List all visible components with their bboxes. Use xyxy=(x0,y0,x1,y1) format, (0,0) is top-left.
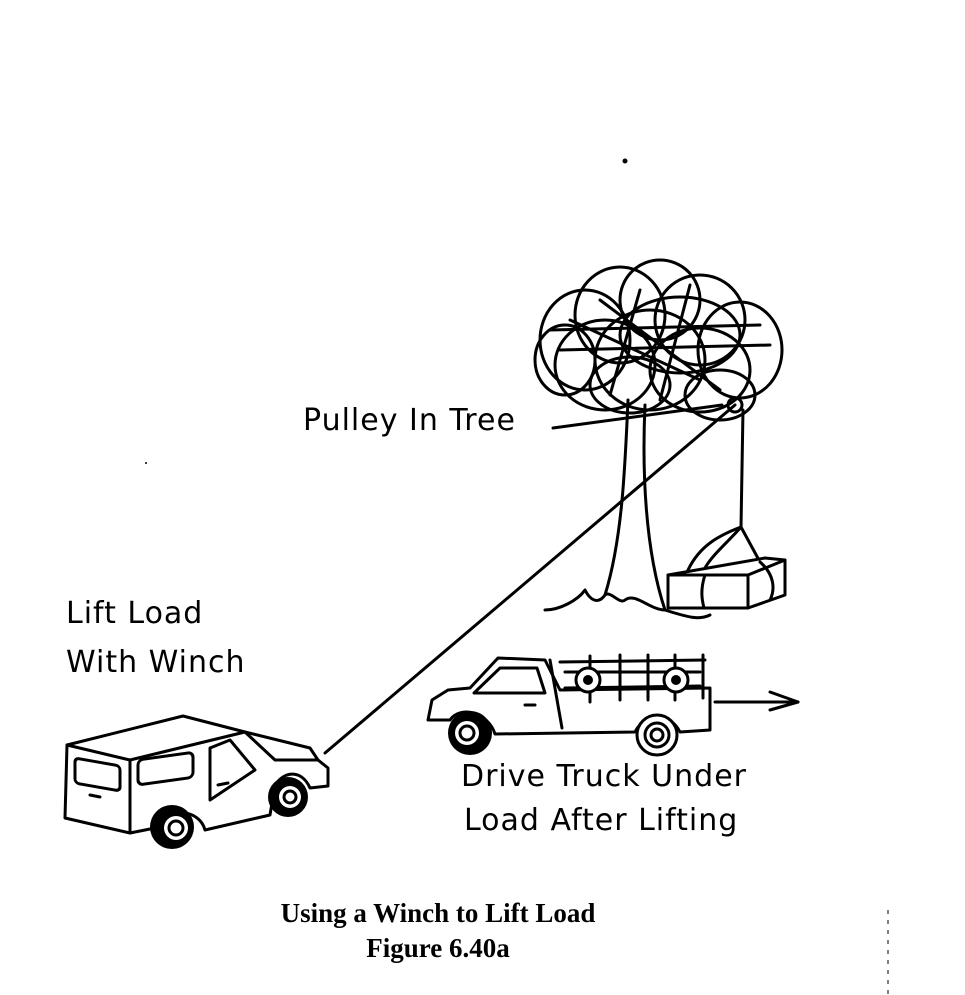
truck-wheel-front xyxy=(448,711,492,755)
truck-cargo-rack xyxy=(558,653,707,704)
winch-vehicle-wheel-rear xyxy=(150,805,194,849)
drive-label-line2: Load After Lifting xyxy=(464,803,739,838)
lift-label-line2: With Winch xyxy=(66,645,246,680)
pulley-leader-line xyxy=(551,403,724,430)
figure-title: Using a Winch to Lift Load xyxy=(280,898,596,928)
hoist-line xyxy=(739,408,745,529)
load-crate xyxy=(666,525,787,610)
tree-trunk xyxy=(543,398,712,620)
winch-vehicle-wheel-front xyxy=(268,777,308,817)
lift-label-line1: Lift Load xyxy=(66,596,204,631)
pulley-icon xyxy=(726,396,744,414)
speck xyxy=(145,462,147,464)
winch-cable xyxy=(323,403,737,755)
tree xyxy=(533,258,784,620)
pulley-label: Pulley In Tree xyxy=(303,403,516,438)
pickup-truck xyxy=(426,653,712,757)
winch-vehicle xyxy=(63,714,330,849)
direction-arrow-icon xyxy=(713,690,800,712)
tree-canopy xyxy=(533,258,784,422)
speck xyxy=(622,158,628,164)
truck-wheel-rear xyxy=(635,713,679,757)
drive-label-line1: Drive Truck Under xyxy=(461,759,747,794)
figure-number: Figure 6.40a xyxy=(366,933,510,963)
